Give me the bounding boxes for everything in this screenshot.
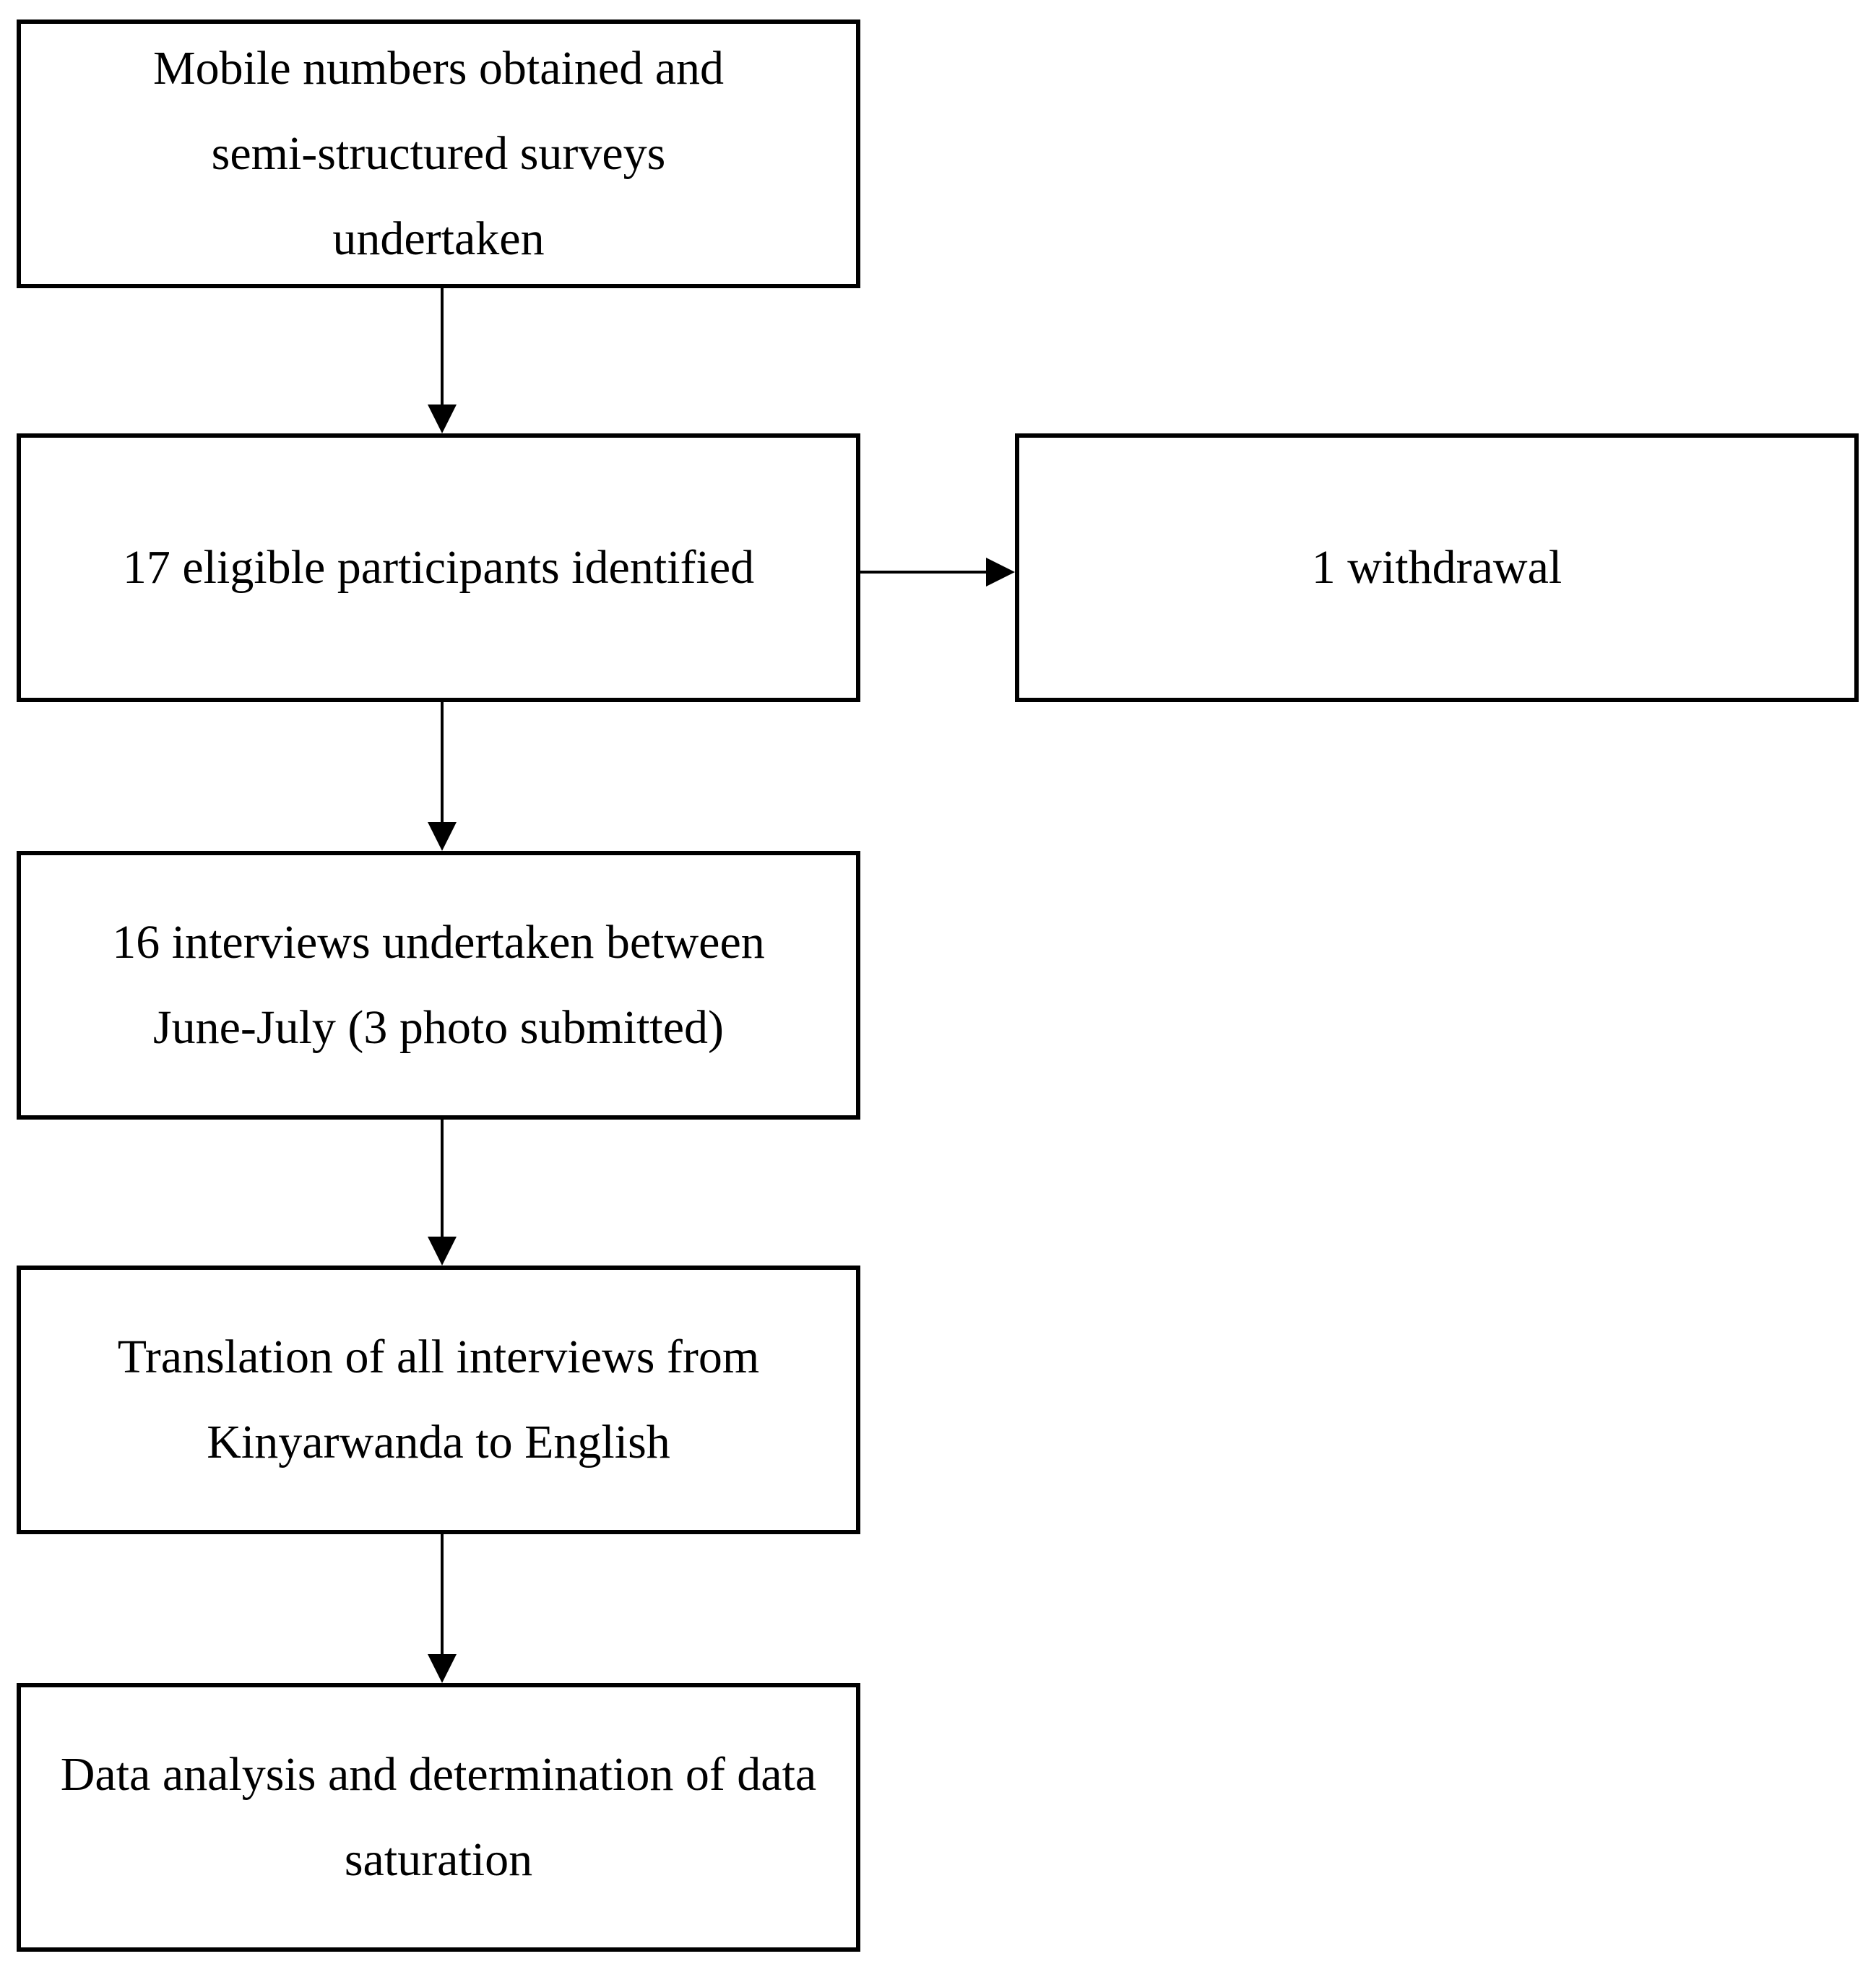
arrow-step4-to-step5 [428,1534,457,1683]
step-box-translation: Translation of all interviews from Kinya… [17,1266,860,1534]
step-text-eligible-participants: 17 eligible participants identified [122,541,755,594]
side-text-withdrawal: 1 withdrawal [1311,541,1562,594]
arrow-step2-to-withdrawal [860,558,1015,587]
step-box-interviews: 16 interviews undertaken between June-Ju… [17,851,860,1120]
arrow-step3-to-step4 [428,1120,457,1266]
step-text-surveys: Mobile numbers obtained and semi-structu… [152,42,724,265]
step-text-data-analysis: Data analysis and determination of data … [60,1748,817,1886]
step-box-data-analysis: Data analysis and determination of data … [17,1683,860,1952]
step-text-translation: Translation of all interviews from Kinya… [117,1331,760,1468]
arrow-step1-to-step2 [428,288,457,433]
step-text-interviews: 16 interviews undertaken between June-Ju… [112,916,765,1054]
step-box-surveys: Mobile numbers obtained and semi-structu… [17,20,860,288]
side-box-withdrawal: 1 withdrawal [1015,433,1859,702]
arrow-step2-to-step3 [428,702,457,851]
step-box-eligible-participants: 17 eligible participants identified [17,433,860,702]
